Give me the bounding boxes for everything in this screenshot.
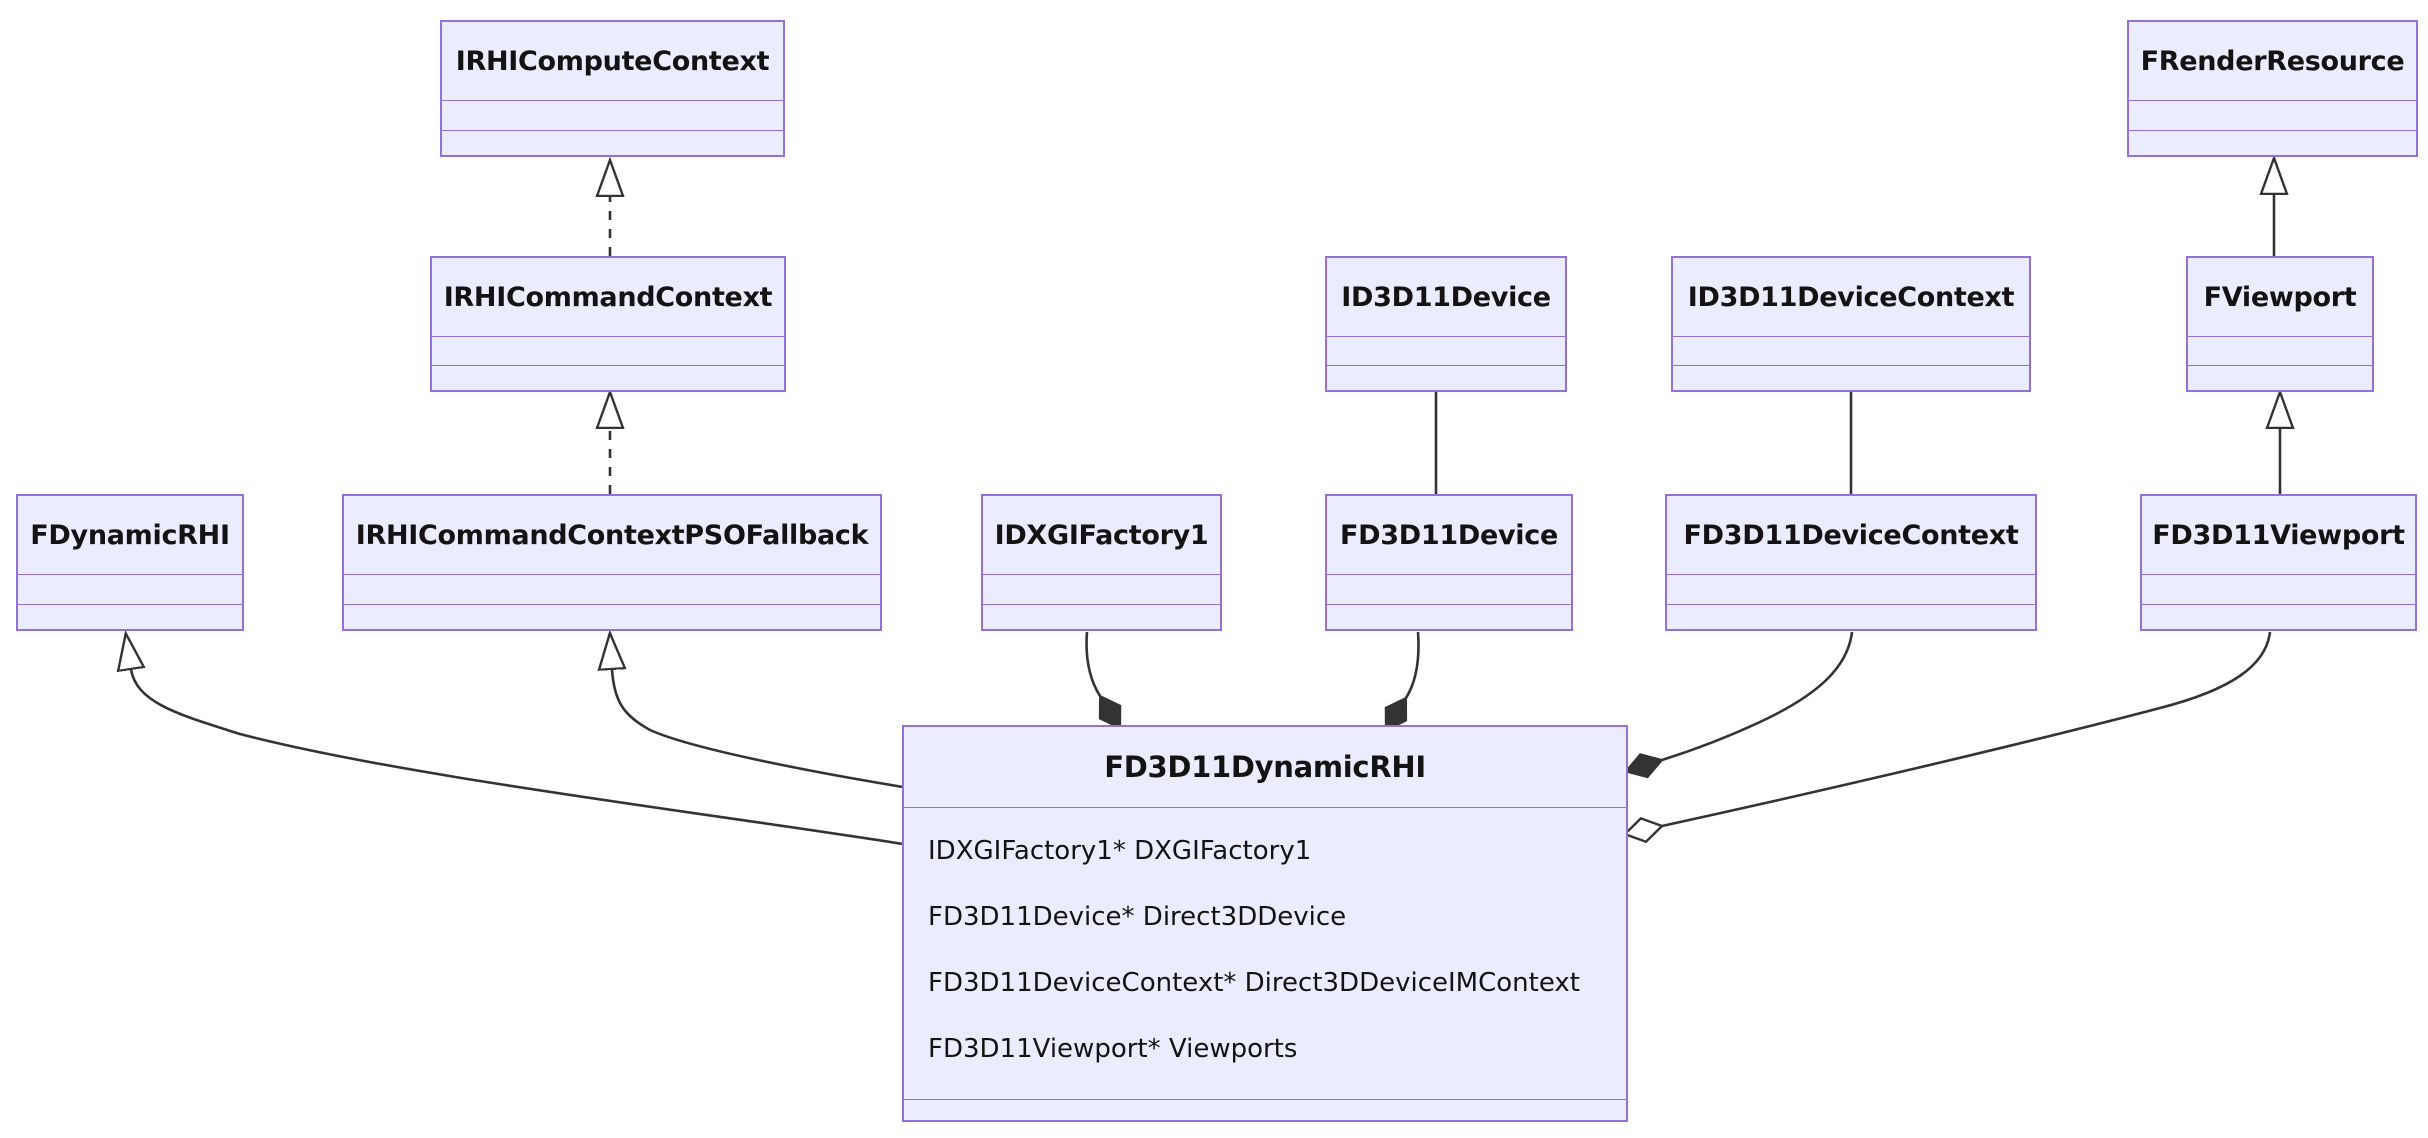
class-methods-empty (904, 1099, 1626, 1120)
class-box-fd3d11-device-context: FD3D11DeviceContext (1665, 494, 2037, 631)
edge-dynamicrhi-extends-fdynamicrhi (131, 669, 904, 846)
class-attribute-dxgifactory1: IDXGIFactory1* DXGIFactory1 (928, 836, 1312, 866)
class-methods-empty (344, 604, 880, 629)
class-title: FRenderResource (2140, 45, 2405, 77)
class-attributes-empty (432, 336, 784, 365)
class-attributes-empty (18, 574, 242, 604)
class-title: IRHICommandContext (443, 281, 773, 313)
class-methods-empty (2142, 604, 2415, 629)
edge-dynamicrhi-composes-fd3d11devicecontext (1662, 631, 1854, 760)
class-methods-empty (432, 365, 784, 390)
class-attributes-empty (2188, 336, 2372, 365)
class-title: FDynamicRHI (30, 519, 230, 551)
class-title: IRHICommandContextPSOFallback (355, 519, 869, 551)
class-attributes-empty (1327, 574, 1571, 604)
class-methods-empty (1327, 604, 1571, 629)
class-methods-empty (2129, 130, 2416, 155)
class-box-fdynamic-rhi: FDynamicRHI (16, 494, 244, 631)
class-attributes-empty (983, 574, 1220, 604)
class-methods-empty (1327, 365, 1565, 390)
class-attributes-empty (2142, 574, 2415, 604)
class-attribute-direct3ddeviceimcontext: FD3D11DeviceContext* Direct3DDeviceIMCon… (928, 968, 1580, 998)
class-box-irhi-command-context-pso-fallback: IRHICommandContextPSOFallback (342, 494, 882, 631)
class-box-fd3d11-device: FD3D11Device (1325, 494, 1573, 631)
class-box-idxgi-factory1: IDXGIFactory1 (981, 494, 1222, 631)
class-title: FD3D11DeviceContext (1683, 519, 2019, 551)
class-title: FD3D11DynamicRHI (1104, 750, 1426, 784)
class-box-frender-resource: FRenderResource (2127, 20, 2418, 157)
class-title: FD3D11Viewport (2152, 519, 2405, 551)
class-attributes-empty (344, 574, 880, 604)
class-attributes-empty (2129, 100, 2416, 130)
class-box-id3d11-device: ID3D11Device (1325, 256, 1567, 392)
class-attributes-empty (442, 100, 783, 130)
edge-dynamicrhi-extends-psofallback (612, 669, 904, 789)
edge-dynamicrhi-composes-fd3d11device (1406, 631, 1420, 698)
class-box-fd3d11-dynamic-rhi: FD3D11DynamicRHI IDXGIFactory1* DXGIFact… (902, 725, 1628, 1122)
class-methods-empty (1667, 604, 2035, 629)
class-attributes: IDXGIFactory1* DXGIFactory1 FD3D11Device… (904, 807, 1626, 1099)
edge-dynamicrhi-aggregates-fd3d11viewport (1662, 631, 2272, 826)
class-title: FViewport (2203, 281, 2357, 313)
class-methods-empty (442, 130, 783, 155)
edge-dynamicrhi-composes-idxgifactory1 (1085, 631, 1100, 696)
class-title: ID3D11Device (1341, 281, 1551, 313)
class-methods-empty (983, 604, 1220, 629)
class-attributes-empty (1673, 336, 2029, 365)
class-box-id3d11-device-context: ID3D11DeviceContext (1671, 256, 2031, 392)
class-attributes-empty (1667, 574, 2035, 604)
class-box-fd3d11-viewport: FD3D11Viewport (2140, 494, 2417, 631)
class-methods-empty (2188, 365, 2372, 390)
class-attributes-empty (1327, 336, 1565, 365)
class-attribute-direct3ddevice: FD3D11Device* Direct3DDevice (928, 902, 1347, 932)
class-title: IDXGIFactory1 (994, 519, 1209, 551)
class-box-irhi-compute-context: IRHIComputeContext (440, 20, 785, 157)
class-attribute-viewports: FD3D11Viewport* Viewports (928, 1034, 1298, 1064)
class-box-irhi-command-context: IRHICommandContext (430, 256, 786, 392)
class-box-fviewport: FViewport (2186, 256, 2374, 392)
class-title: FD3D11Device (1340, 519, 1558, 551)
class-methods-empty (18, 604, 242, 629)
class-title: ID3D11DeviceContext (1687, 281, 2015, 313)
class-methods-empty (1673, 365, 2029, 390)
class-title: IRHIComputeContext (455, 45, 770, 77)
